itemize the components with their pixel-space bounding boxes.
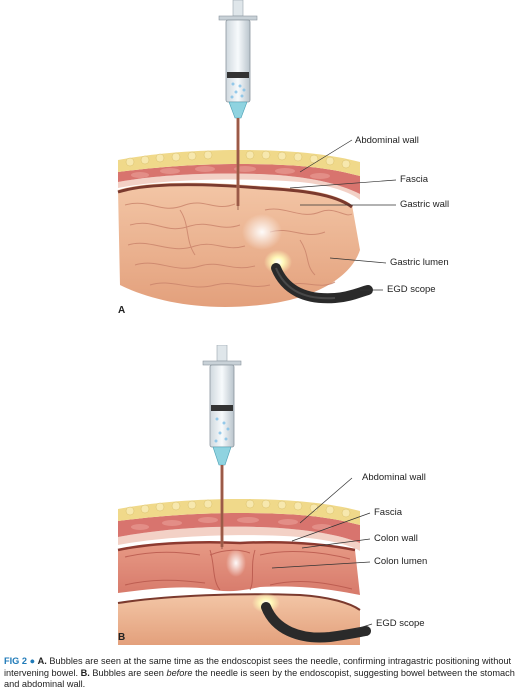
colon-wall [117,541,356,552]
panel-b-illustration [117,345,373,645]
fascia-layer [118,526,360,551]
panel-letter-b: B [118,632,126,643]
label-colon-lumen: Colon lumen [374,556,428,567]
bubbles [226,549,246,577]
syringe [218,0,258,210]
label-fascia: Fascia [374,507,402,518]
muscle-layer [118,513,360,543]
label-colon-wall: Colon wall [374,533,418,544]
caption-a-text: Bubbles are seen at the same time as the… [4,656,512,678]
panel-b: Abdominal wall Fascia Colon wall Colon l… [0,345,530,645]
panel-a: Abdominal wall Fascia Gastric wall Gastr… [0,0,530,330]
figure-number: FIG 2 [4,656,27,666]
caption-b-text-2: the needle is seen by the endoscopist, s… [4,667,515,690]
label-egd-scope: EGD scope [387,284,436,295]
colon-haustra [124,549,353,591]
syringe [202,345,242,549]
caption-b-text-1: Bubbles are seen [92,667,164,678]
label-abdominal-wall: Abdominal wall [362,472,426,483]
egd-scope [261,602,371,643]
caption-b-emphasis: before [166,667,193,678]
label-egd-scope: EGD scope [376,618,425,629]
fascia-layer [118,173,360,200]
bubbles [242,214,282,250]
caption-b-letter: B. [80,667,90,678]
label-gastric-lumen: Gastric lumen [390,257,449,268]
gastric-rugae [124,202,353,288]
caption-a-letter: A. [37,656,47,666]
panel-letter-a: A [118,305,126,316]
label-fascia: Fascia [400,174,428,185]
caption-separator: ● [29,656,36,666]
gastric-wall [117,183,353,209]
label-abdominal-wall: Abdominal wall [355,135,419,146]
panel-a-illustration [117,0,397,308]
figure-caption: FIG 2 ● A. Bubbles are seen at the same … [4,656,528,691]
label-gastric-wall: Gastric wall [400,199,450,210]
